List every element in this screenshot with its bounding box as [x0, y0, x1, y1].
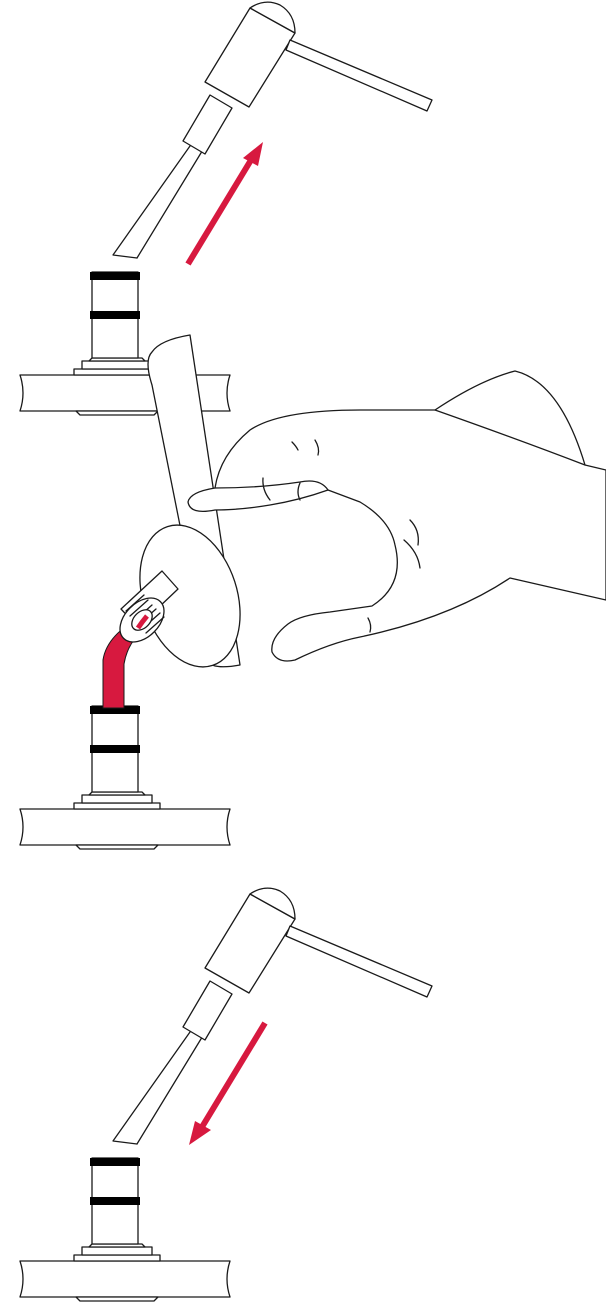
arrow-down-icon [189, 1021, 268, 1145]
hand-icon [187, 370, 606, 662]
step-1-remove-pump [19, 1, 433, 416]
pump-base-collar [19, 705, 231, 850]
soap-pump-icon [112, 887, 433, 1145]
soap-pump-icon [112, 1, 433, 259]
step-2-fill-soap [19, 334, 606, 850]
step-3-insert-pump [19, 887, 433, 1302]
pump-base-collar [19, 1157, 231, 1302]
arrow-up-icon [185, 142, 263, 266]
